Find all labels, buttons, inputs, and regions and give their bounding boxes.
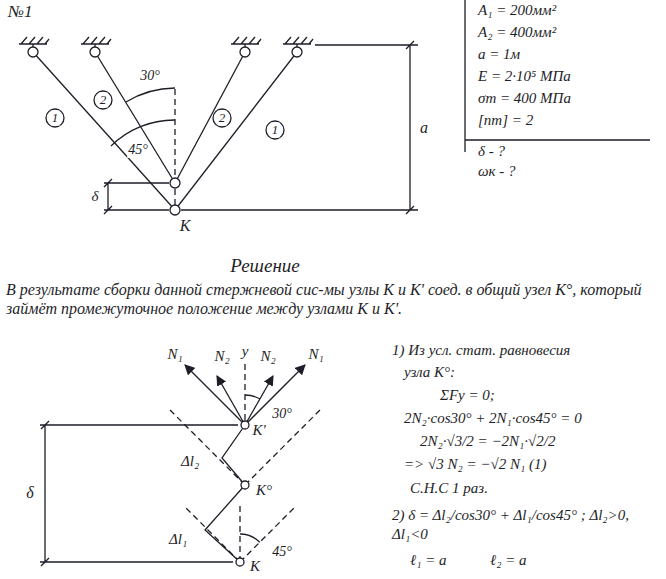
elongation-path	[205, 425, 245, 562]
dashed-direction	[244, 364, 245, 420]
elongation-label: Δl₁	[168, 531, 188, 548]
given-value: σт = 400 МПа	[478, 90, 571, 107]
force-label: N₂	[213, 348, 230, 365]
angle-label: 45°	[127, 142, 149, 158]
angle-arc	[240, 534, 260, 542]
support-hatch	[81, 37, 111, 44]
unknown-value: δ - ?	[478, 143, 505, 160]
force-label: N₁	[307, 346, 324, 363]
hinge	[28, 47, 302, 57]
node-dot	[241, 481, 249, 489]
node-dot	[170, 178, 180, 215]
solution-line: узла K°:	[404, 364, 455, 381]
solution-line: 1) Из усл. стат. равновесия	[392, 342, 570, 359]
equation: ℓ₁ = a	[410, 552, 447, 569]
dashed-direction	[170, 410, 245, 485]
dimension-label: δ	[25, 484, 34, 502]
problem-number: №1	[8, 2, 33, 22]
node-dot	[170, 178, 180, 188]
solution-paragraph: В результате сборки данной стержневой си…	[6, 280, 660, 318]
dimension-line	[104, 179, 169, 214]
equation: ΣFy = 0;	[440, 387, 495, 404]
equation: => √3 N₂ = −√2 N₁ (1)	[404, 456, 546, 473]
force-arrow	[185, 365, 245, 425]
callout-number: 1	[51, 111, 60, 126]
support-hatch	[283, 37, 313, 44]
elongation-path	[205, 485, 245, 562]
rod	[175, 52, 297, 210]
equation: 2) δ = Δl₂/cos30° + Δl₁/cos45° ; Δl₂>0, …	[392, 506, 660, 544]
solution-line: С.Н.С 1 раз.	[410, 480, 488, 497]
callout-circle	[94, 91, 112, 109]
hinge	[240, 47, 250, 57]
force-label: N₂	[259, 348, 276, 365]
force-label: N₁	[166, 346, 183, 363]
node-label: K'	[251, 422, 266, 439]
angle-arc	[240, 395, 260, 542]
force-arrow	[217, 376, 245, 425]
hinge	[28, 47, 38, 57]
elongation-path	[222, 425, 245, 485]
support-hatch	[33, 44, 297, 47]
unknown-value: ωк - ?	[478, 163, 516, 180]
equation: 2N₂·cos30° + 2N₁·cos45° = 0	[404, 410, 582, 427]
node-dot	[170, 205, 180, 215]
node-dot	[241, 421, 249, 429]
dimension-line	[40, 421, 238, 566]
dimension-line	[40, 421, 238, 566]
callout-circle	[46, 91, 284, 139]
support-hatch	[19, 37, 313, 47]
callout-number: 2	[218, 111, 227, 126]
hinge	[292, 47, 302, 57]
force-arrow	[245, 365, 305, 425]
dimension-label: δ	[91, 188, 100, 205]
dashed-direction	[170, 364, 320, 562]
dimension-line	[181, 41, 418, 214]
separator-line	[465, 0, 650, 152]
dimension-line	[104, 41, 418, 214]
rod	[175, 52, 245, 183]
given-value: E = 2·10⁵ МПа	[478, 68, 571, 85]
angle-arc	[245, 395, 260, 399]
callout-circle	[266, 121, 284, 139]
heading: Решение	[230, 255, 300, 277]
support-hatch	[231, 37, 261, 44]
support-hatch	[19, 37, 49, 44]
separator-line	[465, 0, 650, 152]
hinge	[90, 47, 100, 57]
callout-circle	[213, 109, 231, 127]
angle-label: 45°	[271, 544, 293, 560]
node-label: K	[179, 217, 192, 235]
elongation-label: Δl₂	[180, 453, 200, 470]
node-dot	[236, 421, 249, 566]
equation: ℓ₂ = a	[490, 552, 527, 569]
callout-number: 1	[271, 123, 280, 138]
equation: 2N₂·√3/2 = −2N₁·√2/2	[420, 433, 555, 450]
dashed-direction	[240, 507, 295, 562]
rod	[33, 52, 297, 210]
dimension-label: a	[419, 119, 429, 137]
angle-arc	[126, 88, 175, 102]
given-value: A₁ = 200мм²	[478, 2, 556, 19]
node-dot	[236, 558, 244, 566]
axis-label: y	[241, 343, 250, 360]
node-label: K°	[255, 482, 273, 499]
node-label: K	[249, 558, 261, 575]
given-value: A₂ = 400мм²	[478, 24, 556, 41]
rod	[95, 52, 175, 183]
given-value: [nт] = 2	[478, 112, 533, 129]
force-arrow	[185, 365, 305, 425]
callout-number: 2	[99, 93, 108, 108]
given-value: a = 1м	[478, 46, 520, 63]
callout-circle	[46, 109, 64, 127]
angle-label: 30°	[139, 68, 161, 84]
angle-arc	[111, 88, 175, 146]
angle-label: 30°	[271, 406, 293, 422]
